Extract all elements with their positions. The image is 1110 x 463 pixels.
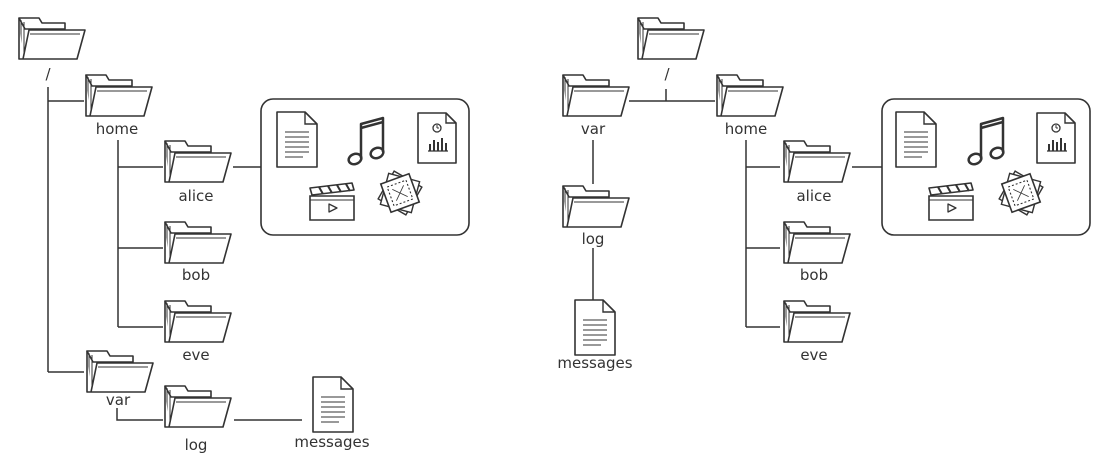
document-icon: [276, 111, 318, 168]
document-icon: [895, 111, 937, 168]
right-tree-connectors: [592, 89, 882, 328]
folder-icon: [164, 385, 232, 428]
left-alice-contents-box: [260, 98, 470, 236]
right-log-folder: log: [562, 185, 630, 248]
right-bob-folder: bob: [783, 221, 851, 284]
folder-label: var: [581, 120, 606, 138]
folder-label: eve: [182, 346, 209, 364]
right-eve-folder: eve: [783, 300, 851, 364]
folder-icon: [164, 221, 232, 264]
left-messages-file: messages: [294, 376, 370, 451]
folder-icon: [716, 74, 784, 117]
folder-label: /: [45, 65, 51, 83]
left-bob-folder: bob: [164, 221, 232, 284]
folder-icon: [783, 300, 851, 343]
folder-icon: [783, 221, 851, 264]
left-eve-folder: eve: [164, 300, 232, 364]
document-icon: [312, 376, 354, 433]
left-tree-connectors: [47, 87, 302, 421]
clapperboard-icon: [928, 182, 974, 221]
folder-icon: [86, 350, 154, 393]
right-messages-file: messages: [557, 299, 633, 372]
left-root-folder: /: [18, 17, 86, 83]
folder-label: /: [664, 65, 670, 83]
folder-icon: [783, 140, 851, 183]
document-icon: [574, 299, 616, 356]
folder-icon: [164, 300, 232, 343]
left-home-folder: home: [85, 74, 153, 138]
right-alice-contents-box: [881, 98, 1091, 236]
folder-label: home: [725, 120, 768, 138]
folder-label: log: [582, 230, 605, 248]
folder-icon: [562, 74, 630, 117]
folder-label: home: [96, 120, 139, 138]
left-tree: / home alice bob eve var log messages: [18, 17, 470, 454]
chart-document-icon: [1036, 112, 1076, 164]
folder-label: bob: [182, 266, 210, 284]
right-alice-folder: alice: [783, 140, 851, 205]
folder-label: alice: [796, 187, 831, 205]
file-label: messages: [557, 354, 632, 372]
folder-label: var: [106, 391, 131, 409]
left-alice-folder: alice: [164, 140, 232, 205]
right-var-folder: var: [562, 74, 630, 138]
folder-label: eve: [800, 346, 827, 364]
folder-icon: [18, 17, 86, 60]
folder-label: alice: [178, 187, 213, 205]
right-tree: / var log messages home alice bob eve: [557, 17, 1091, 372]
folder-icon: [85, 74, 153, 117]
clapperboard-icon: [309, 182, 355, 221]
folder-label: bob: [800, 266, 828, 284]
left-var-folder: var: [86, 350, 154, 409]
folder-icon: [164, 140, 232, 183]
left-log-folder: log: [164, 385, 232, 454]
folder-label: log: [185, 436, 208, 454]
right-home-folder: home: [716, 74, 784, 138]
right-root-folder: /: [637, 17, 705, 83]
folder-icon: [637, 17, 705, 60]
chart-document-icon: [417, 112, 457, 164]
file-label: messages: [294, 433, 369, 451]
folder-icon: [562, 185, 630, 228]
